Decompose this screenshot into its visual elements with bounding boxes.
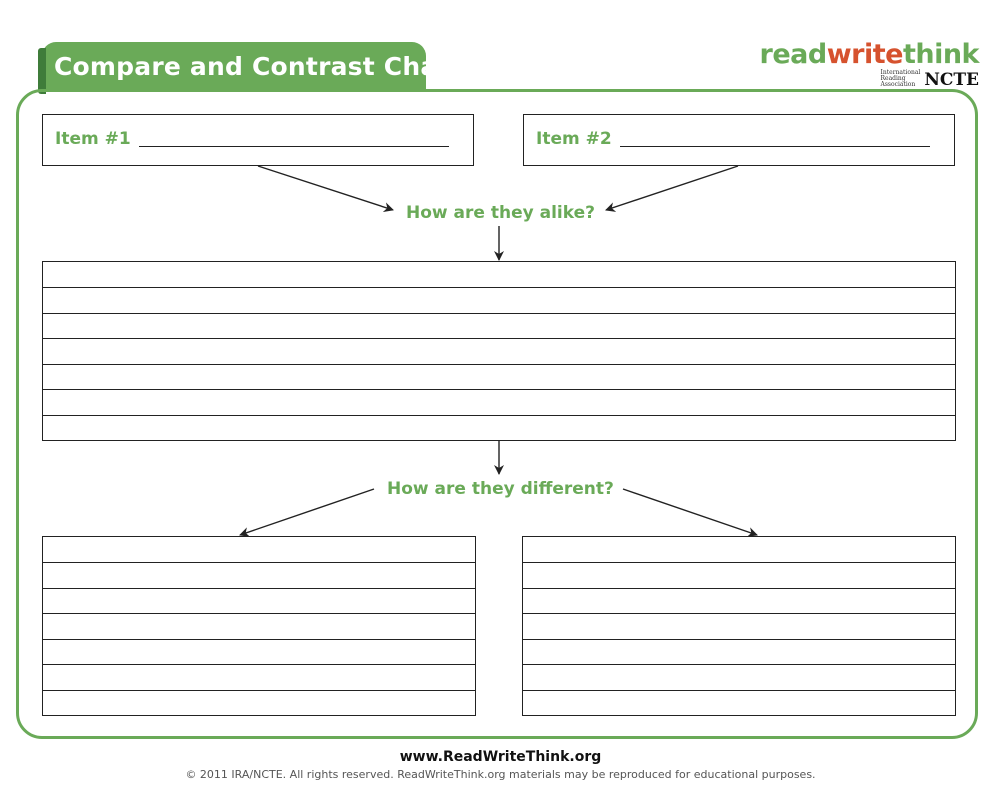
footer-url[interactable]: www.ReadWriteThink.org <box>399 749 602 765</box>
item-1-box[interactable]: Item #1 <box>42 114 474 166</box>
writing-line[interactable] <box>523 613 955 614</box>
arrow-item1-to-alike <box>257 165 394 212</box>
writing-line[interactable] <box>43 690 475 691</box>
alike-lines-box[interactable] <box>42 261 956 441</box>
writing-line[interactable] <box>523 664 955 665</box>
logo-wordmark: readwritethink <box>759 39 980 70</box>
writing-line[interactable] <box>43 562 475 563</box>
chart-frame <box>16 89 978 739</box>
different-right-lines-box[interactable] <box>522 536 956 716</box>
writing-line[interactable] <box>523 588 955 589</box>
writing-line[interactable] <box>43 338 955 339</box>
title-tab: Compare and Contrast Chart <box>38 42 462 94</box>
writing-line[interactable] <box>43 664 475 665</box>
writing-line[interactable] <box>43 389 955 390</box>
item-2-write-line[interactable] <box>620 146 930 147</box>
writing-line[interactable] <box>523 690 955 691</box>
arrow-different-left <box>239 488 375 537</box>
page-title: Compare and Contrast Chart <box>54 52 463 81</box>
item-2-label: Item #2 <box>536 129 612 149</box>
arrow-different-right <box>622 488 758 537</box>
alike-question: How are they alike? <box>406 203 595 223</box>
item-1-label: Item #1 <box>55 129 131 149</box>
footer-copyright: © 2011 IRA/NCTE. All rights reserved. Re… <box>185 768 816 781</box>
writing-line[interactable] <box>523 639 955 640</box>
writing-line[interactable] <box>43 287 955 288</box>
writing-line[interactable] <box>43 415 955 416</box>
different-question: How are they different? <box>387 479 614 499</box>
item-1-write-line[interactable] <box>139 146 449 147</box>
writing-line[interactable] <box>523 562 955 563</box>
writing-line[interactable] <box>43 364 955 365</box>
writing-line[interactable] <box>43 588 475 589</box>
arrow-item2-to-alike <box>605 165 739 212</box>
ncte-logo: NCTE <box>924 70 979 90</box>
writing-line[interactable] <box>43 639 475 640</box>
item-2-box[interactable]: Item #2 <box>523 114 955 166</box>
writing-line[interactable] <box>43 613 475 614</box>
different-left-lines-box[interactable] <box>42 536 476 716</box>
writing-line[interactable] <box>43 313 955 314</box>
